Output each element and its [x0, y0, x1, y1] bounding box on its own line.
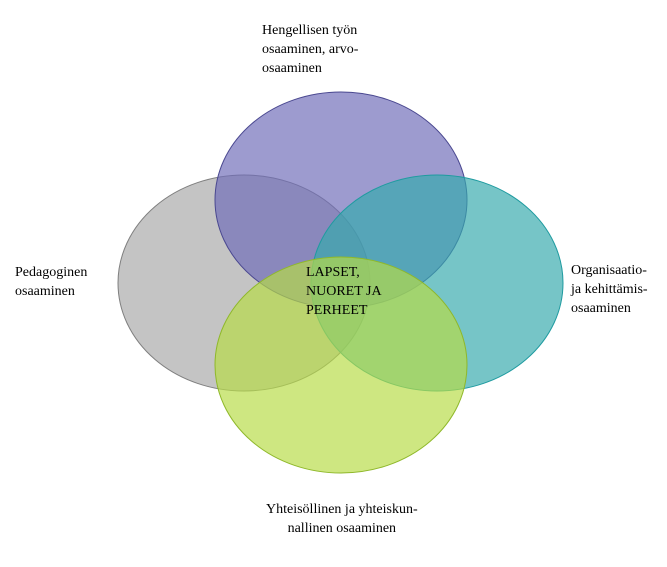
label-pedagogical-competence: Pedagoginen osaaminen: [15, 265, 88, 299]
circle-communal: [214, 256, 468, 474]
label-communal-competence: Yhteisöllinen ja yhteiskun- nallinen osa…: [266, 502, 418, 536]
label-spiritual-competence: Hengellisen työn osaaminen, arvo- osaami…: [262, 23, 359, 76]
label-organizational-competence: Organisaatio- ja kehittämis- osaaminen: [571, 263, 648, 316]
center-label: LAPSET, NUORET JA PERHEET: [306, 265, 382, 318]
